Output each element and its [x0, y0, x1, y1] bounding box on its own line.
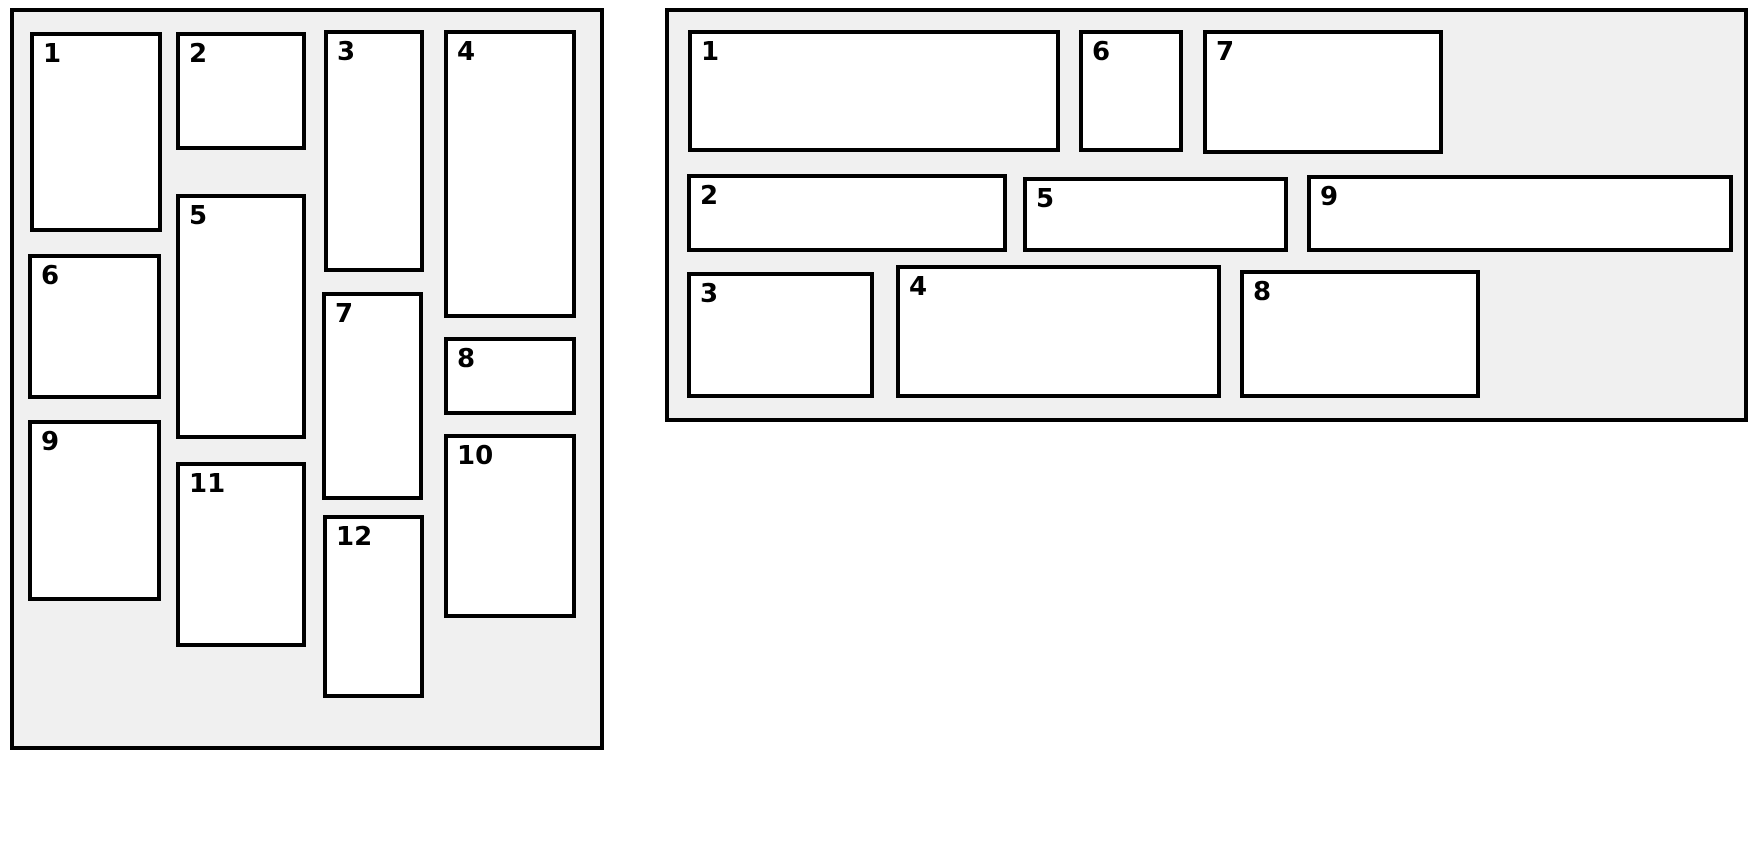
- box-label: 2: [189, 39, 208, 69]
- box-label: 5: [1036, 184, 1055, 214]
- right-panel-box-8[interactable]: 8: [1240, 270, 1480, 398]
- left-panel-box-8[interactable]: 8: [444, 337, 576, 415]
- right-panel-box-7[interactable]: 7: [1203, 30, 1443, 154]
- box-label: 9: [1320, 182, 1339, 212]
- box-label: 10: [457, 441, 494, 471]
- right-panel-box-9[interactable]: 9: [1307, 175, 1733, 252]
- box-label: 3: [700, 279, 719, 309]
- box-label: 11: [189, 469, 226, 499]
- left-panel-box-3[interactable]: 3: [324, 30, 424, 272]
- left-panel-box-5[interactable]: 5: [176, 194, 306, 439]
- right-panel-box-4[interactable]: 4: [896, 265, 1221, 398]
- left-panel-box-12[interactable]: 12: [323, 515, 424, 698]
- box-label: 5: [189, 201, 208, 231]
- left-panel-box-7[interactable]: 7: [322, 292, 423, 500]
- box-label: 6: [41, 261, 60, 291]
- right-panel-box-5[interactable]: 5: [1023, 177, 1288, 252]
- left-panel-box-1[interactable]: 1: [30, 32, 162, 232]
- box-label: 2: [700, 181, 719, 211]
- box-label: 9: [41, 427, 60, 457]
- box-label: 7: [335, 299, 354, 329]
- left-panel-box-11[interactable]: 11: [176, 462, 306, 647]
- left-panel-box-10[interactable]: 10: [444, 434, 576, 618]
- right-panel-box-1[interactable]: 1: [688, 30, 1060, 152]
- box-label: 8: [457, 344, 476, 374]
- box-label: 4: [909, 272, 928, 302]
- left-panel-box-4[interactable]: 4: [444, 30, 576, 318]
- right-panel-box-2[interactable]: 2: [687, 174, 1007, 252]
- box-label: 1: [701, 37, 720, 67]
- box-label: 6: [1092, 37, 1111, 67]
- box-label: 7: [1216, 37, 1235, 67]
- right-panel-box-3[interactable]: 3: [687, 272, 874, 398]
- box-label: 12: [336, 522, 373, 552]
- left-panel-box-2[interactable]: 2: [176, 32, 306, 150]
- left-panel-box-9[interactable]: 9: [28, 420, 161, 601]
- box-label: 4: [457, 37, 476, 67]
- box-label: 3: [337, 37, 356, 67]
- box-label: 8: [1253, 277, 1272, 307]
- left-panel-box-6[interactable]: 6: [28, 254, 161, 399]
- box-label: 1: [43, 39, 62, 69]
- right-panel-box-6[interactable]: 6: [1079, 30, 1183, 152]
